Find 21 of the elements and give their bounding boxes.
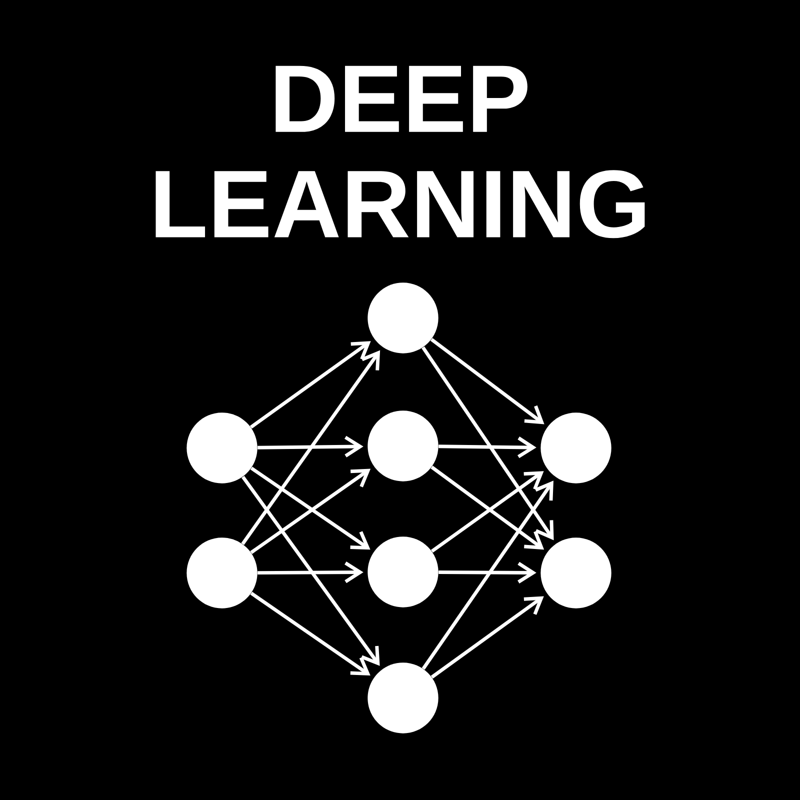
neuron-circle xyxy=(540,412,612,484)
arrow xyxy=(430,596,544,679)
arrow xyxy=(438,562,536,584)
neuron-circle xyxy=(186,412,258,484)
title: DEEP LEARNING xyxy=(156,66,645,238)
neuron-circle xyxy=(540,538,612,608)
arrow xyxy=(241,350,380,545)
neuron-circle xyxy=(368,536,438,608)
arrow xyxy=(241,476,380,666)
arrow xyxy=(250,592,370,676)
arrow xyxy=(258,562,364,584)
arrow xyxy=(422,480,554,670)
neuron-circle xyxy=(368,410,438,482)
arrow xyxy=(438,436,536,458)
arrow xyxy=(422,346,554,540)
arrow xyxy=(430,338,544,424)
arrow xyxy=(258,436,364,458)
neuron-circle xyxy=(368,282,438,354)
arrow xyxy=(250,341,371,429)
neuron-circle xyxy=(368,662,438,734)
neuron-circle xyxy=(186,538,258,608)
